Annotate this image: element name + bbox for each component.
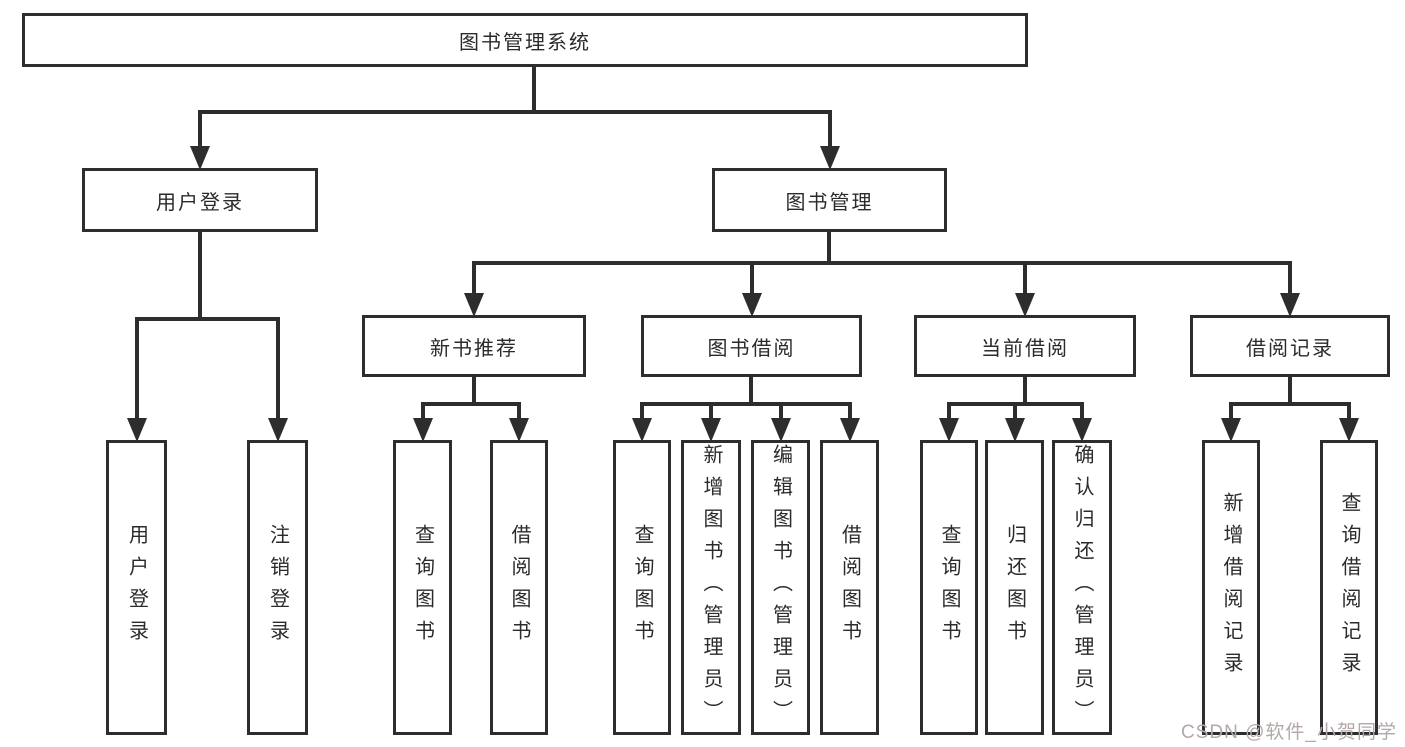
connector-line-vertical: [1288, 263, 1292, 297]
node-leaf-edit-book: 编辑图书（管理员）: [751, 440, 810, 735]
connector-line-horizontal: [198, 110, 832, 114]
node-user-login: 用户登录: [82, 168, 318, 232]
node-current-borrow: 当前借阅: [914, 315, 1136, 377]
node-leaf-query-book-3: 查询图书: [920, 440, 978, 735]
node-label: 借阅记录: [1246, 337, 1334, 360]
node-label: 编辑图书（管理员）: [769, 443, 792, 732]
arrowhead-down-icon: [819, 146, 840, 170]
arrowhead-down-icon: [1280, 293, 1300, 317]
connector-line-horizontal: [134, 317, 280, 321]
connector-line-vertical: [749, 263, 754, 297]
node-label: 注销登录: [266, 523, 289, 652]
arrowhead-down-icon: [464, 293, 484, 317]
connector-line-vertical: [827, 112, 832, 150]
node-book-mgmt: 图书管理: [712, 168, 947, 232]
node-new-book-rec: 新书推荐: [362, 315, 586, 377]
connector-line-vertical: [1023, 377, 1027, 404]
arrowhead-down-icon: [701, 418, 721, 442]
node-label: 确认归还（管理员）: [1071, 443, 1093, 732]
node-label: 用户登录: [156, 191, 244, 214]
node-leaf-add-borrow-record: 新增借阅记录: [1202, 440, 1260, 735]
arrowhead-down-icon: [939, 418, 959, 442]
connector-line-vertical: [134, 319, 139, 422]
node-leaf-confirm-return: 确认归还（管理员）: [1052, 440, 1112, 735]
connector-line-vertical: [827, 232, 831, 263]
node-root: 图书管理系统: [22, 13, 1028, 67]
arrowhead-down-icon: [839, 418, 860, 442]
node-book-borrow: 图书借阅: [641, 315, 862, 377]
connector-line-horizontal: [1229, 402, 1351, 406]
connector-line-vertical: [1080, 404, 1084, 422]
arrowhead-down-icon: [741, 293, 762, 317]
node-leaf-query-book-2: 查询图书: [613, 440, 671, 735]
connector-line-vertical: [275, 319, 280, 422]
node-leaf-add-book: 新增图书（管理员）: [681, 440, 741, 735]
connector-line-vertical: [198, 232, 202, 319]
connector-line-vertical: [532, 67, 536, 112]
arrowhead-down-icon: [1072, 418, 1092, 442]
connector-line-vertical: [709, 404, 713, 422]
connector-line-horizontal: [640, 402, 852, 406]
arrowhead-down-icon: [190, 146, 210, 170]
arrowhead-down-icon: [1339, 418, 1359, 442]
node-leaf-query-book-1: 查询图书: [393, 440, 452, 735]
node-borrow-records: 借阅记录: [1190, 315, 1390, 377]
arrowhead-down-icon: [632, 418, 652, 442]
node-label: 借阅图书: [838, 523, 861, 652]
node-label: 用户登录: [125, 523, 148, 652]
node-leaf-logout: 注销登录: [247, 440, 308, 735]
connector-line-vertical: [517, 404, 521, 422]
node-label: 查询借阅记录: [1338, 491, 1360, 684]
connector-line-vertical: [420, 404, 425, 422]
arrowhead-down-icon: [1015, 293, 1035, 317]
connector-line-horizontal: [420, 402, 521, 406]
connector-line-vertical: [847, 404, 852, 422]
connector-line-vertical: [1012, 404, 1017, 422]
node-leaf-return-book: 归还图书: [985, 440, 1044, 735]
node-label: 图书借阅: [707, 337, 796, 360]
connector-line-vertical: [1347, 404, 1351, 422]
node-leaf-borrow-book-1: 借阅图书: [490, 440, 548, 735]
connector-line-vertical: [472, 263, 476, 297]
node-label: 查询图书: [411, 523, 434, 652]
node-leaf-user-login: 用户登录: [106, 440, 167, 735]
node-label: 查询图书: [938, 523, 960, 652]
node-label: 借阅图书: [508, 523, 530, 652]
node-label: 图书管理系统: [459, 31, 591, 54]
node-label: 新增图书（管理员）: [700, 443, 722, 732]
connector-line-vertical: [749, 377, 753, 404]
arrowhead-down-icon: [412, 418, 433, 442]
node-label: 归还图书: [1003, 523, 1026, 652]
node-label: 当前借阅: [981, 337, 1069, 360]
node-label: 新书推荐: [430, 337, 518, 360]
connector-line-horizontal: [472, 261, 1292, 265]
csdn-watermark: CSDN @软件_小贺同学: [1181, 722, 1397, 743]
node-leaf-query-borrow-record: 查询借阅记录: [1320, 440, 1378, 735]
node-label: 新增借阅记录: [1220, 491, 1242, 684]
arrowhead-down-icon: [1221, 418, 1241, 442]
arrowhead-down-icon: [267, 418, 288, 442]
arrowhead-down-icon: [509, 418, 529, 442]
connector-line-vertical: [1288, 377, 1292, 404]
connector-line-vertical: [1229, 404, 1233, 422]
arrowhead-down-icon: [126, 418, 147, 442]
arrowhead-down-icon: [770, 418, 791, 442]
node-label: 查询图书: [631, 523, 653, 652]
connector-line-vertical: [640, 404, 644, 422]
connector-line-vertical: [1023, 263, 1027, 297]
connector-line-vertical: [947, 404, 951, 422]
node-label: 图书管理: [785, 191, 874, 214]
connector-line-vertical: [778, 404, 783, 422]
arrowhead-down-icon: [1004, 418, 1025, 442]
connector-line-vertical: [472, 377, 476, 404]
connector-line-vertical: [198, 112, 202, 150]
node-leaf-borrow-book-2: 借阅图书: [820, 440, 879, 735]
